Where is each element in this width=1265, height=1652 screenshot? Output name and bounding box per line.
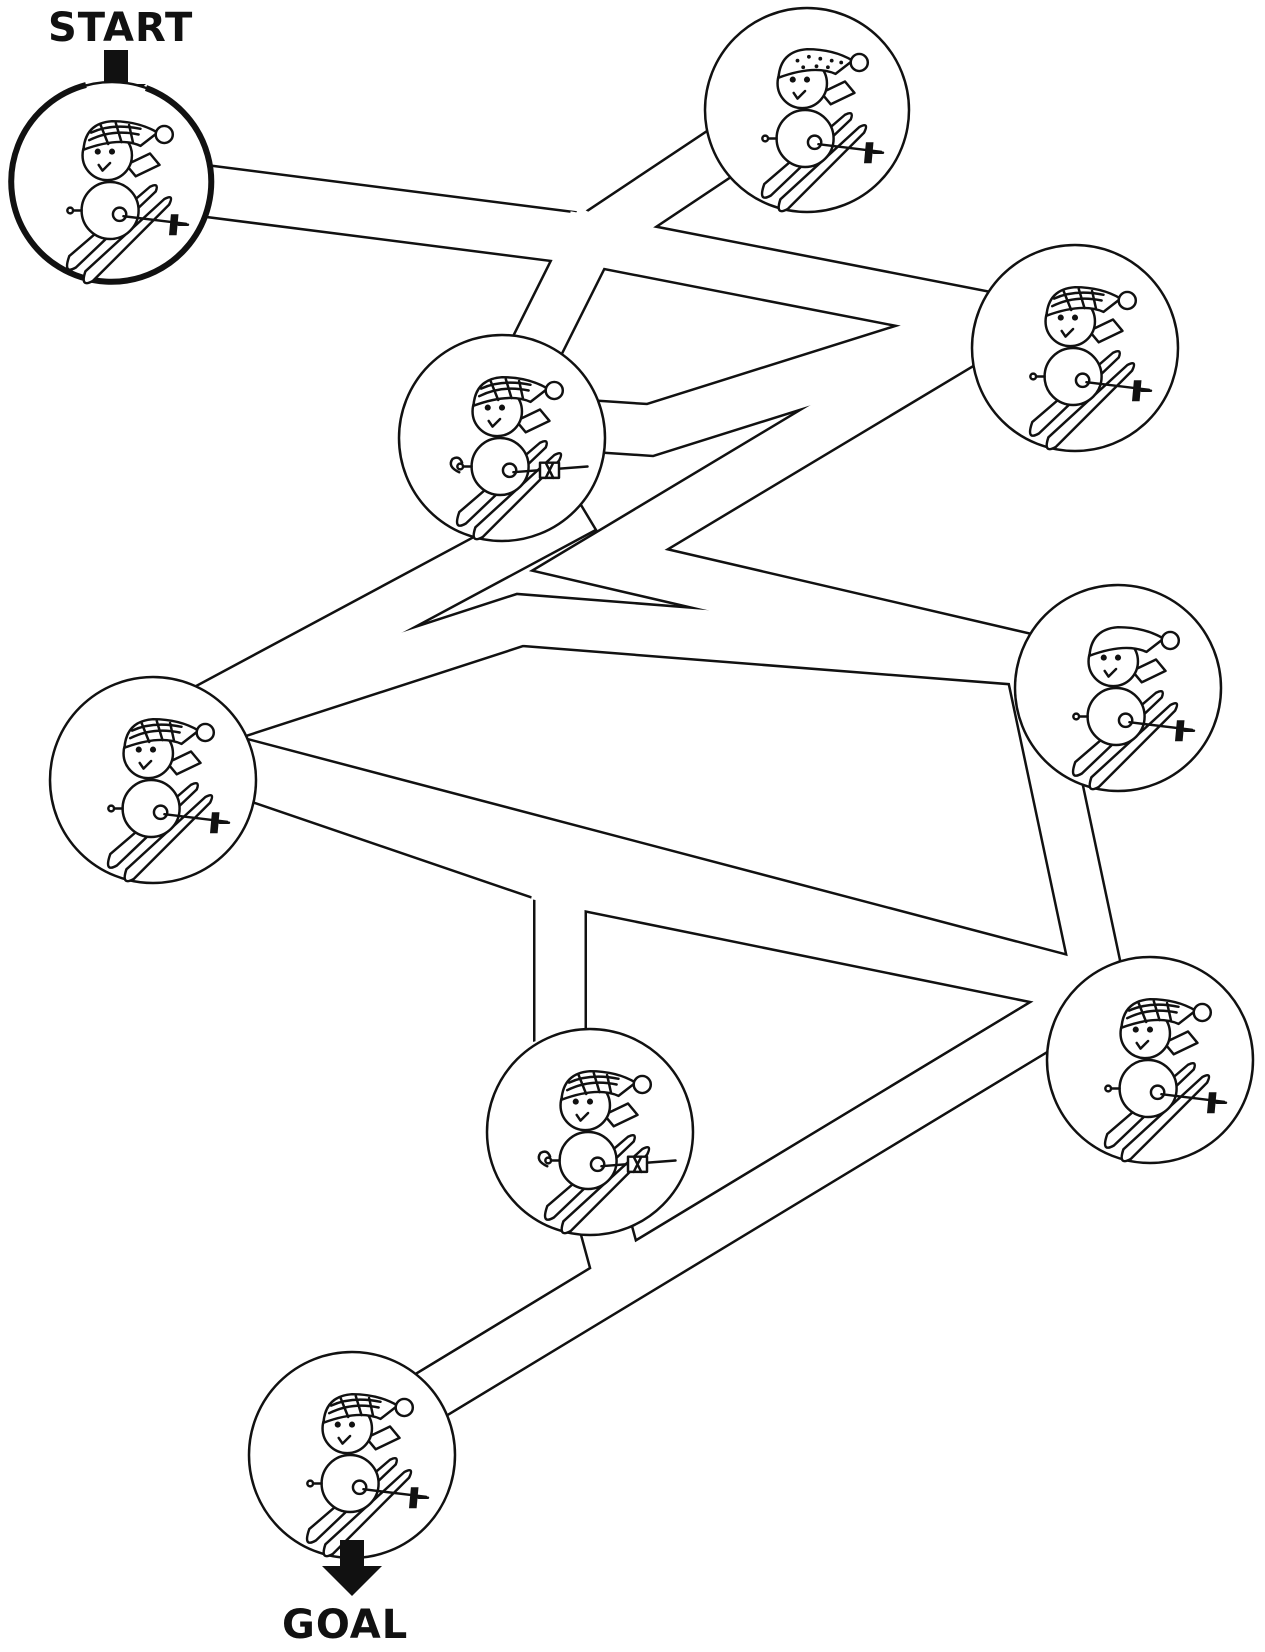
road-network <box>92 86 1134 1484</box>
node-goal[interactable] <box>247 1350 457 1560</box>
goal-arrow-icon <box>322 1540 382 1596</box>
node-middle-2[interactable] <box>485 1027 695 1237</box>
node-right-2[interactable] <box>1013 583 1223 793</box>
node-top-right[interactable] <box>703 6 911 214</box>
start-label: START <box>48 5 194 51</box>
node-right-3[interactable] <box>1045 955 1255 1165</box>
goal-label: GOAL <box>282 1602 409 1648</box>
node-left[interactable] <box>48 675 258 885</box>
node-right-1[interactable] <box>970 243 1180 453</box>
node-middle-1[interactable] <box>397 333 607 543</box>
node-start[interactable] <box>8 80 215 285</box>
